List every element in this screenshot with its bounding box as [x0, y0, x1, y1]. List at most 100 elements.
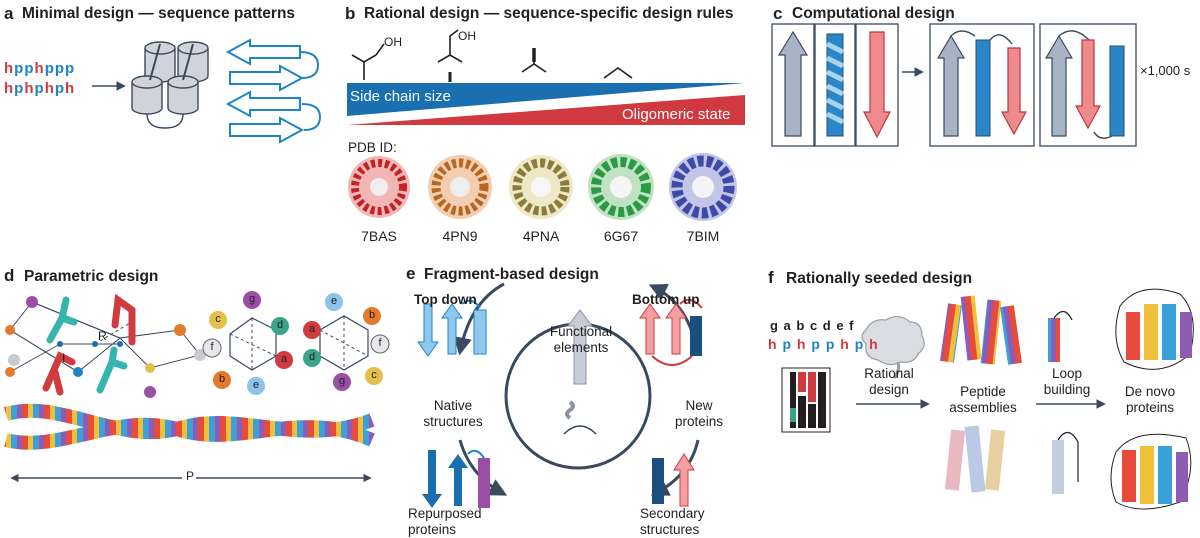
- design-box-2: [1039, 23, 1137, 147]
- bottom-up-fragments: [639, 298, 703, 366]
- helical-wheel-1: [202, 291, 293, 395]
- radius-label: R: [98, 329, 107, 343]
- residue: h: [44, 80, 55, 97]
- panel-a: [92, 38, 322, 144]
- peptide-assemblies-label: Peptide assemblies: [949, 384, 1017, 415]
- multiplier-label: ×1,000 s: [1140, 63, 1191, 78]
- heptad-c: c: [215, 313, 221, 325]
- secondary-fragments: [652, 453, 695, 507]
- brain-icon: [861, 315, 925, 380]
- helix-axis-dots: [5, 296, 206, 398]
- residue: p: [825, 336, 836, 352]
- sequence-pattern-1: hpphppp: [4, 60, 75, 77]
- panel-b-title: Rational design — sequence-specific desi…: [364, 5, 734, 22]
- de-novo-proteins-label: De novo proteins: [1124, 384, 1176, 415]
- residue: h: [34, 60, 45, 77]
- pdb-id: 4PN9: [442, 228, 478, 244]
- red-strand-icon: [863, 31, 891, 139]
- panel-d: [4, 291, 390, 483]
- residue: p: [24, 60, 35, 77]
- panel-b: [347, 29, 745, 221]
- sidechain-sticks: [42, 293, 136, 396]
- panel-e-letter: e: [406, 264, 416, 283]
- heptad-a: a: [308, 323, 316, 335]
- heptad-pattern: h p h p p h p h: [768, 336, 879, 352]
- panel-f: [781, 288, 1194, 510]
- peptide-assembly-top: [940, 295, 1022, 365]
- oligomeric-wedge: [347, 95, 745, 125]
- design-box-1: [929, 23, 1035, 147]
- panel-c-title: Computational design: [792, 5, 955, 22]
- repurposed-fragments: [422, 449, 490, 508]
- sequence-logo: [781, 367, 831, 433]
- heptad-c: c: [371, 369, 377, 381]
- native-structures-label: Native structures: [423, 398, 483, 429]
- peptide-assembly-bottom: [944, 425, 1006, 493]
- residue: p: [14, 60, 25, 77]
- oligomeric-state-label: Oligomeric state: [622, 106, 731, 123]
- functional-elements-label: Functional elements: [549, 324, 613, 355]
- red-strand-box: [855, 23, 899, 147]
- residue: p: [811, 336, 821, 352]
- helix-bundle-icon: [131, 41, 209, 129]
- oh-label-1: OH: [384, 35, 402, 49]
- heptad-g: g: [248, 293, 256, 305]
- heptad-e: e: [252, 379, 260, 391]
- side-chain-structures: [351, 29, 633, 82]
- residue: h: [4, 60, 15, 77]
- residue: p: [34, 80, 45, 97]
- loop-building-helices: [1048, 310, 1079, 494]
- heptad-d: d: [308, 351, 316, 363]
- panel-c-letter: c: [773, 4, 783, 23]
- secondary-structures-label: Secondary structures: [640, 506, 705, 537]
- heptad-b: b: [218, 373, 226, 385]
- panel-c: [771, 23, 1137, 147]
- residue: h: [4, 80, 15, 97]
- rational-design-label: Rational design: [864, 366, 914, 397]
- helical-wheel-2: [303, 293, 390, 391]
- pdb-id: 7BAS: [361, 228, 397, 244]
- heptad-f: f: [210, 341, 214, 353]
- pdb-structure-7BAS: [348, 156, 410, 218]
- panel-a-letter: a: [4, 4, 14, 23]
- heptad-e: e: [330, 295, 338, 307]
- heptad-b: b: [368, 309, 376, 321]
- grey-strand-icon: [777, 30, 809, 137]
- pdb-id: 6G67: [603, 228, 639, 244]
- panel-e-title: Fragment-based design: [424, 266, 599, 283]
- residue: h: [24, 80, 35, 97]
- heptad-d: d: [276, 319, 284, 331]
- residue: p: [54, 60, 66, 77]
- panel-d-title: Parametric design: [24, 268, 159, 285]
- panel-d-letter: d: [4, 266, 15, 285]
- residue: p: [44, 60, 55, 77]
- panel-e: [417, 282, 703, 508]
- pdb-id: 4PNA: [522, 228, 560, 244]
- panel-f-title: Rationally seeded design: [786, 270, 973, 287]
- panel-b-letter: b: [345, 4, 356, 23]
- residue: h: [768, 336, 778, 352]
- pdb-structure-4PNA: [509, 155, 573, 219]
- loop-building-label: Loop building: [1043, 366, 1091, 397]
- residue: h: [796, 336, 807, 352]
- de-novo-protein-bottom: [1110, 433, 1192, 510]
- de-novo-protein-top: [1115, 288, 1194, 370]
- panel-a-title: Minimal design — sequence patterns: [22, 5, 296, 22]
- residue: p: [14, 80, 25, 97]
- residue: h: [869, 336, 879, 352]
- residue: p: [54, 80, 66, 97]
- heptad-a: a: [280, 353, 288, 365]
- pdb-id: 7BIM: [686, 228, 720, 244]
- sequence-pattern-2: hphphph: [4, 80, 75, 97]
- residue: h: [840, 336, 850, 352]
- repurposed-proteins-label: Repurposed proteins: [408, 506, 482, 537]
- residue: p: [782, 336, 793, 352]
- grey-strand-box: [771, 23, 815, 147]
- new-proteins-label: New proteins: [674, 398, 724, 429]
- pdb-id-label: PDB ID:: [348, 140, 397, 155]
- helix-box: [814, 23, 856, 147]
- heptad-labels: g a b c d e f: [770, 318, 855, 333]
- oh-label-2: OH: [458, 29, 476, 43]
- interface-label: I: [62, 351, 66, 365]
